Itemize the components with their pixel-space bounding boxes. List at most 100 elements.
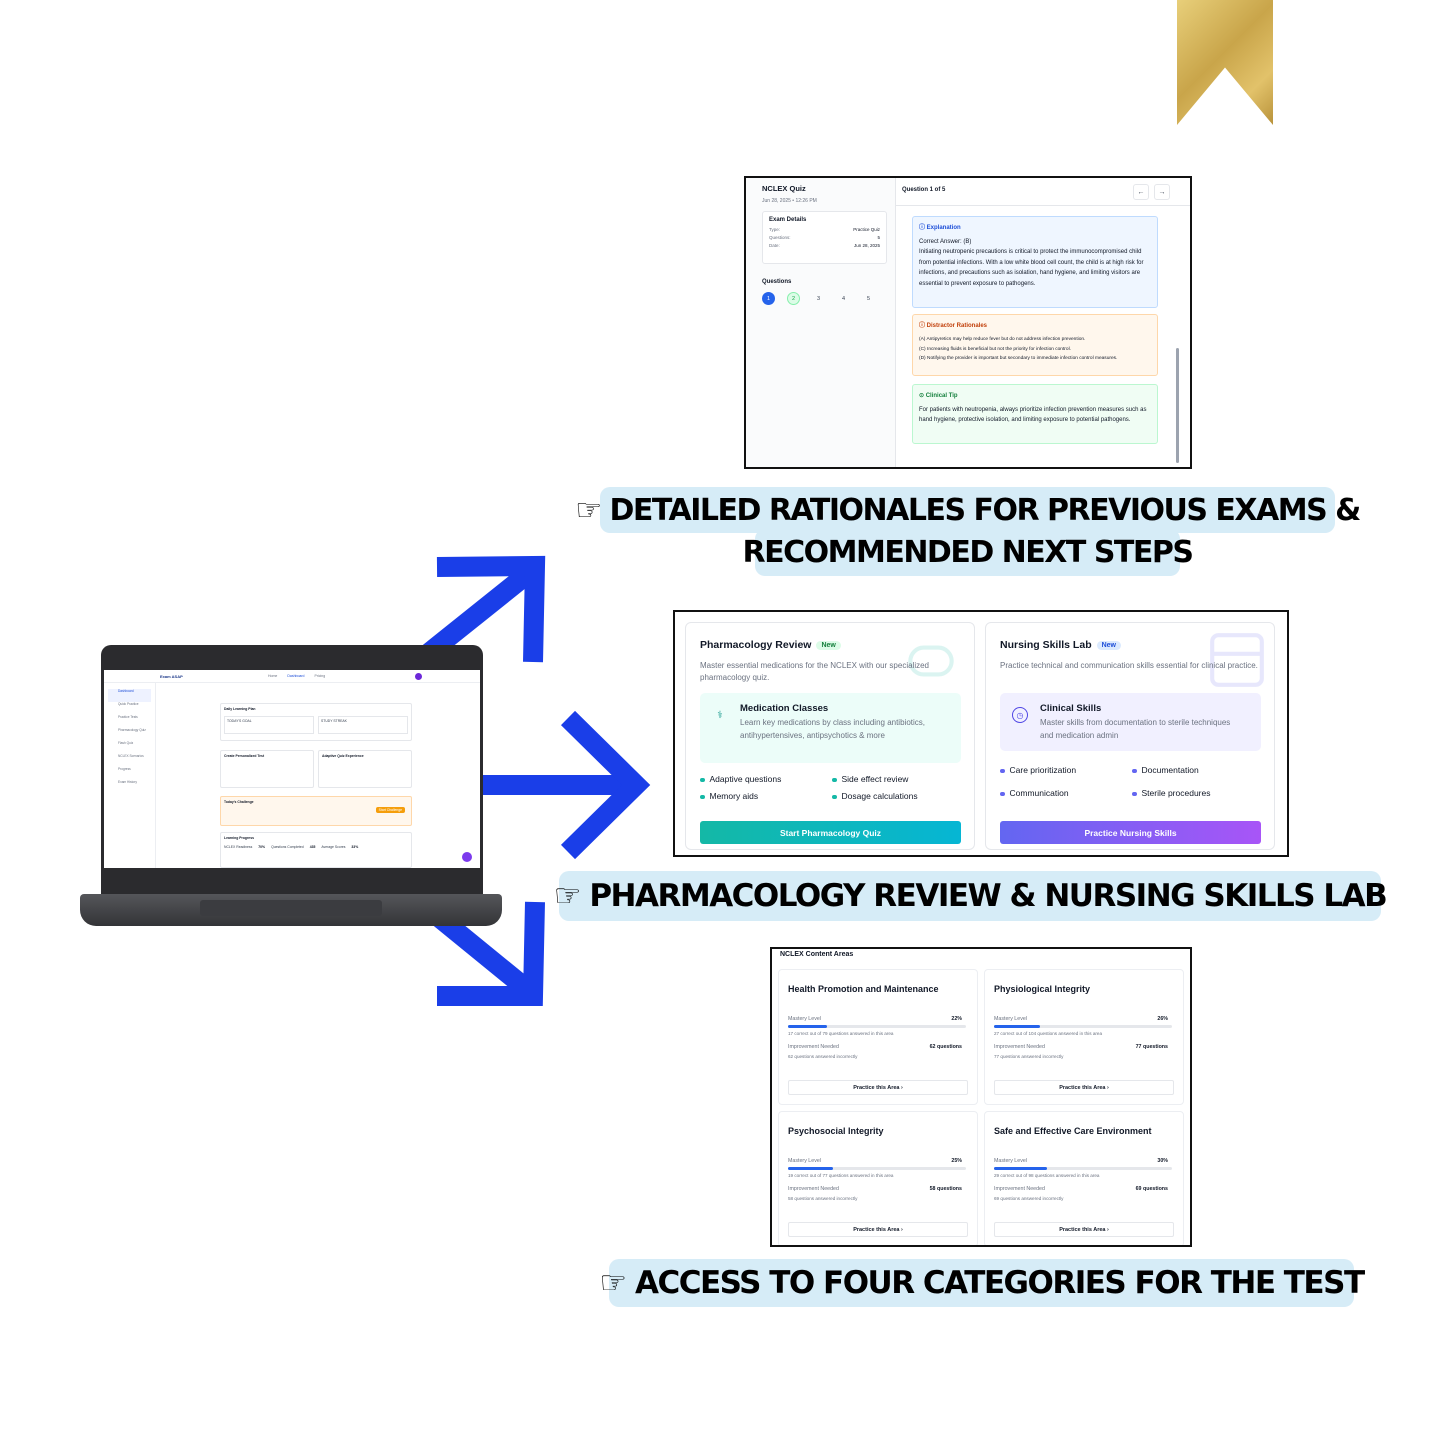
mini-study-streak: STUDY STREAK xyxy=(318,716,408,734)
clinical-skills-desc: Master skills from documentation to ster… xyxy=(1040,718,1231,740)
nursing-description: Practice technical and communication ski… xyxy=(1000,661,1258,670)
caption-four-categories: ☞ ACCESS TO FOUR CATEGORIES FOR THE TEST xyxy=(599,1259,1365,1307)
mini-average-label: Average Scores xyxy=(321,845,346,849)
content-areas-heading: NCLEX Content Areas xyxy=(780,951,854,958)
mini-sidebar-item-exam-history[interactable]: Exam History xyxy=(118,780,137,784)
clinical-tip-text: For patients with neutropenia, always pr… xyxy=(919,406,1147,424)
distractor-item: (D) Notifying the provider is important … xyxy=(919,355,1118,361)
explanation-box: ⓘ Explanation Correct Answer: (B) Initia… xyxy=(912,216,1158,308)
quiz-title: NCLEX Quiz xyxy=(762,184,806,193)
mastery-progress-bar xyxy=(788,1167,966,1170)
mastery-progress-bar xyxy=(994,1025,1172,1028)
feature-item: Side effect review xyxy=(832,774,909,784)
clinical-tip-title: ⊙ Clinical Tip xyxy=(919,393,958,399)
question-number-button[interactable]: 5 xyxy=(866,295,871,302)
mini-sidebar-item-pharmacology[interactable]: Pharmacology Quiz xyxy=(118,728,146,732)
improvement-label: Improvement Needed xyxy=(994,1186,1045,1192)
content-area-title: Safe and Effective Care Environment xyxy=(994,1126,1152,1136)
exam-row-key: Type: xyxy=(769,227,781,232)
feature-item: Documentation xyxy=(1132,765,1199,775)
exam-row-key: Date: xyxy=(769,243,780,248)
laptop-keyboard xyxy=(200,900,382,916)
clipboard-watermark-icon xyxy=(1210,633,1264,687)
mini-brand: Exam ASAP xyxy=(160,674,183,679)
incorrect-summary: 58 questions answered incorrectly xyxy=(788,1196,858,1201)
exam-row-key: Questions: xyxy=(769,235,791,240)
question-number-button[interactable]: 3 xyxy=(816,295,821,302)
prev-question-button[interactable]: ← xyxy=(1133,184,1149,200)
quiz-header: Question 1 of 5 ← → xyxy=(896,178,1190,206)
quiz-date: Jun 28, 2025 • 12:26 PM xyxy=(762,198,817,204)
practice-nursing-skills-button[interactable]: Practice Nursing Skills xyxy=(1000,821,1261,844)
question-number-button[interactable]: 4 xyxy=(841,295,846,302)
mini-nav: Home Dashboard Pricing xyxy=(268,674,325,678)
improvement-label: Improvement Needed xyxy=(788,1044,839,1050)
mini-learning-progress-title: Learning Progress xyxy=(224,836,254,840)
distractor-item: (C) Increasing fluids is beneficial but … xyxy=(919,346,1071,352)
mini-readiness-value: 70% xyxy=(258,845,266,849)
mini-nav-home[interactable]: Home xyxy=(268,674,278,678)
mastery-label: Mastery Level xyxy=(788,1158,821,1164)
feature-item: Memory aids xyxy=(700,791,759,801)
incorrect-summary: 77 questions answered incorrectly xyxy=(994,1054,1064,1059)
exam-details-title: Exam Details xyxy=(769,217,807,223)
exam-row-date: Date:Jun 28, 2025 xyxy=(769,243,880,248)
mastery-percent: 22% xyxy=(951,1016,962,1022)
mastery-progress-fill xyxy=(994,1167,1048,1170)
question-number-button[interactable]: 1 xyxy=(762,292,775,305)
next-question-button[interactable]: → xyxy=(1154,184,1170,200)
incorrect-summary: 62 questions answered incorrectly xyxy=(788,1054,858,1059)
quiz-sidebar: NCLEX Quiz Jun 28, 2025 • 12:26 PM Exam … xyxy=(746,178,896,467)
feature-item: Dosage calculations xyxy=(832,791,918,801)
mini-average-value: 33% xyxy=(351,845,359,849)
mastery-percent: 26% xyxy=(1157,1016,1168,1022)
mastery-label: Mastery Level xyxy=(994,1158,1027,1164)
mini-todays-goal: TODAY'S GOAL xyxy=(224,716,314,734)
mini-sidebar-item-scenarios[interactable]: NCLEX Scenarios xyxy=(118,754,144,758)
distractor-box: ⓘ Distractor Rationales (A) Antipyretics… xyxy=(912,314,1158,376)
mini-chat-button[interactable] xyxy=(462,852,472,862)
mini-sidebar: Dashboard Quick Practice Practice Tests … xyxy=(104,683,156,868)
practice-area-button[interactable]: Practice this Area › xyxy=(994,1222,1174,1237)
mini-sidebar-item-flash-quiz[interactable]: Flash Quiz xyxy=(118,741,134,745)
mini-sidebar-item-progress[interactable]: Progress xyxy=(118,767,131,771)
incorrect-summary: 69 questions answered incorrectly xyxy=(994,1196,1064,1201)
explanation-title: ⓘ Explanation xyxy=(919,225,961,231)
feature-item: Care prioritization xyxy=(1000,765,1077,775)
laptop-base xyxy=(80,894,502,926)
mini-sidebar-item-dashboard[interactable]: Dashboard xyxy=(108,689,151,702)
mini-challenge-card: Today's Challenge Start Challenge xyxy=(220,796,412,826)
mastery-label: Mastery Level xyxy=(788,1016,821,1022)
content-area-card: Safe and Effective Care Environment Mast… xyxy=(984,1111,1184,1245)
mini-adaptive-quiz-card[interactable]: Adaptive Quiz Experience xyxy=(318,750,412,788)
avatar[interactable] xyxy=(415,673,422,680)
mastery-progress-bar xyxy=(788,1025,966,1028)
correct-answer: Correct Answer: (B) xyxy=(919,238,972,245)
exam-row-value: 5 xyxy=(877,235,880,240)
improvement-label: Improvement Needed xyxy=(788,1186,839,1192)
practice-area-button[interactable]: Practice this Area › xyxy=(788,1222,968,1237)
mini-nav-pricing[interactable]: Pricing xyxy=(314,674,326,678)
mini-create-test-card[interactable]: Create Personalized Test xyxy=(220,750,314,788)
mini-start-challenge-button[interactable]: Start Challenge xyxy=(375,807,405,813)
mini-nav-dashboard[interactable]: Dashboard xyxy=(287,674,305,678)
question-navigator: 1 2 3 4 5 xyxy=(762,292,875,305)
question-number-button[interactable]: 2 xyxy=(787,292,800,305)
new-badge: New xyxy=(1096,640,1122,650)
correct-summary: 29 correct out of 98 questions answered … xyxy=(994,1173,1100,1178)
arrow-right-icon xyxy=(483,710,651,860)
scrollbar[interactable] xyxy=(1176,348,1179,463)
mini-sidebar-item-practice-tests[interactable]: Practice Tests xyxy=(118,715,138,719)
improvement-count: 69 questions xyxy=(1135,1186,1168,1192)
practice-area-button[interactable]: Practice this Area › xyxy=(994,1080,1174,1095)
content-area-title: Health Promotion and Maintenance xyxy=(788,984,939,994)
mini-sidebar-item-quick-practice[interactable]: Quick Practice xyxy=(118,702,139,706)
practice-area-button[interactable]: Practice this Area › xyxy=(788,1080,968,1095)
caption-rationales-line2: RECOMMENDED NEXT STEPS xyxy=(743,529,1194,576)
feature-item: Sterile procedures xyxy=(1132,788,1211,798)
start-pharmacology-quiz-button[interactable]: Start Pharmacology Quiz xyxy=(700,821,961,844)
